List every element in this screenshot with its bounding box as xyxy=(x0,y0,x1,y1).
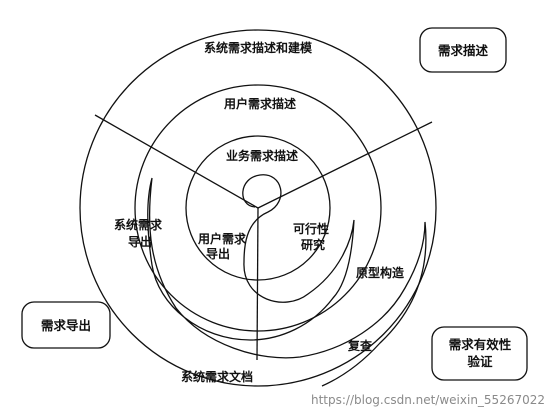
prototyping-label: 原型构造 xyxy=(356,265,405,280)
middle-ring-label: 用户需求描述 xyxy=(223,96,296,111)
user-elicitation-label-2: 导出 xyxy=(206,246,230,261)
middle-circle xyxy=(134,84,382,332)
review-label: 复查 xyxy=(347,338,373,353)
feasibility-label-2: 研究 xyxy=(301,237,325,252)
system-doc-label: 系统需求文档 xyxy=(181,369,253,384)
inner-ring-label: 业务需求描述 xyxy=(226,148,298,163)
system-elicitation-label-1: 系统需求 xyxy=(114,217,163,232)
validation-box-label-2: 验证 xyxy=(467,354,493,369)
elicitation-box xyxy=(21,301,111,349)
divider-left xyxy=(94,114,259,209)
watermark: https://blog.csdn.net/weixin_55267022 xyxy=(311,393,545,407)
spiral-path xyxy=(147,174,427,387)
divider-right xyxy=(257,121,433,209)
validation-box-label-1: 需求有效性 xyxy=(449,337,512,352)
elicitation-box-label: 需求导出 xyxy=(41,318,91,333)
description-box xyxy=(419,27,507,73)
outer-circle xyxy=(79,29,437,387)
validation-box xyxy=(431,326,528,381)
user-elicitation-label-1: 用户需求 xyxy=(197,231,247,246)
feasibility-label-1: 可行性 xyxy=(293,221,329,236)
divider-bottom xyxy=(256,207,259,361)
description-box-label: 需求描述 xyxy=(438,43,489,58)
system-elicitation-label-2: 导出 xyxy=(128,234,152,249)
outer-ring-label: 系统需求描述和建模 xyxy=(204,40,313,55)
